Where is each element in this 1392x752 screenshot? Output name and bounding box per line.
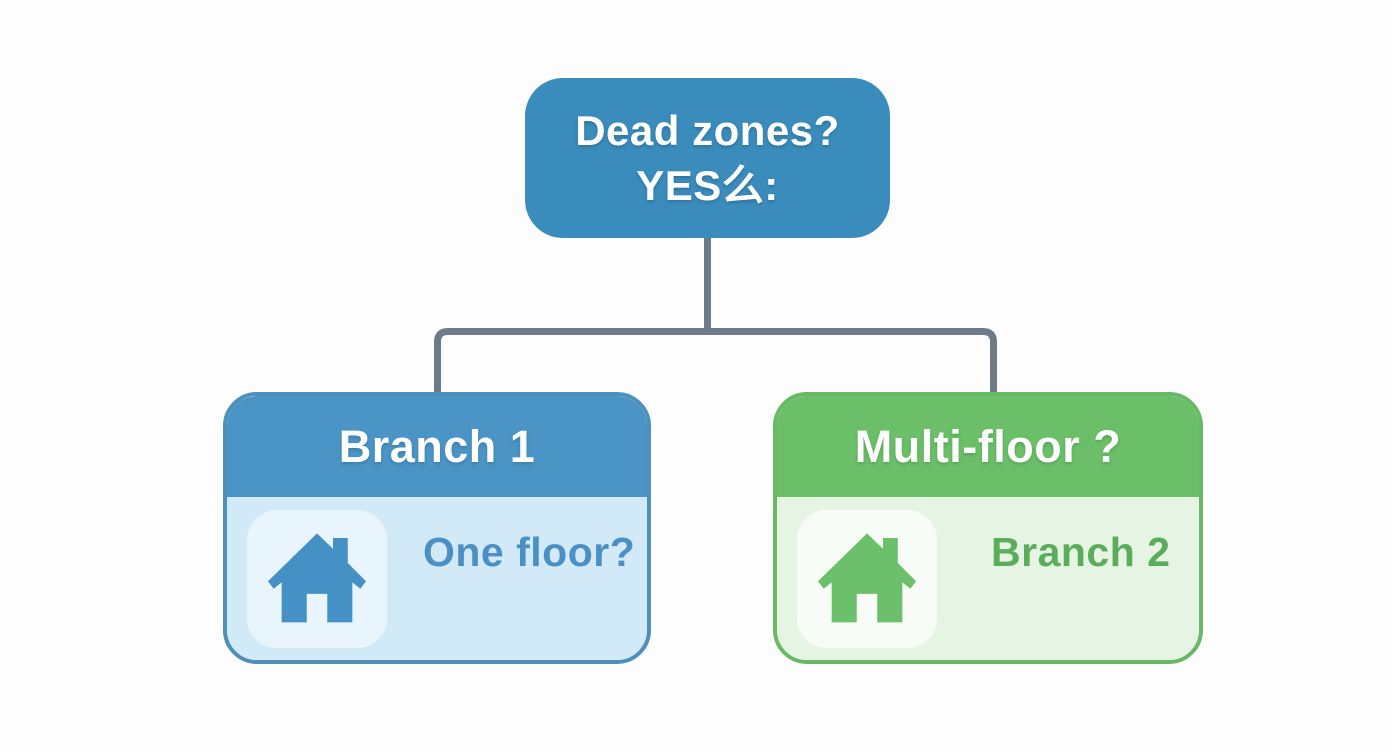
branch2-label: Branch 2 — [991, 529, 1171, 575]
node-branch1: Branch 1 One floor? — [223, 392, 651, 664]
branch2-icon-tile — [797, 509, 937, 648]
branch1-header: Branch 1 — [227, 396, 647, 497]
node-dead-zones: Dead zones? YES么: — [525, 78, 890, 238]
house-icon — [267, 532, 367, 622]
branch1-body: One floor? — [227, 497, 647, 660]
branch1-icon-tile — [247, 509, 387, 648]
node-branch2: Multi-floor ? Branch 2 — [773, 392, 1203, 664]
root-node-line1: Dead zones? — [575, 107, 840, 154]
connector-branch-rail — [434, 328, 997, 394]
branch1-label: One floor? — [423, 529, 636, 575]
branch2-header: Multi-floor ? — [777, 396, 1199, 497]
root-node-line2: YES么: — [636, 162, 779, 209]
house-icon — [817, 532, 917, 622]
branch2-body: Branch 2 — [777, 497, 1199, 660]
